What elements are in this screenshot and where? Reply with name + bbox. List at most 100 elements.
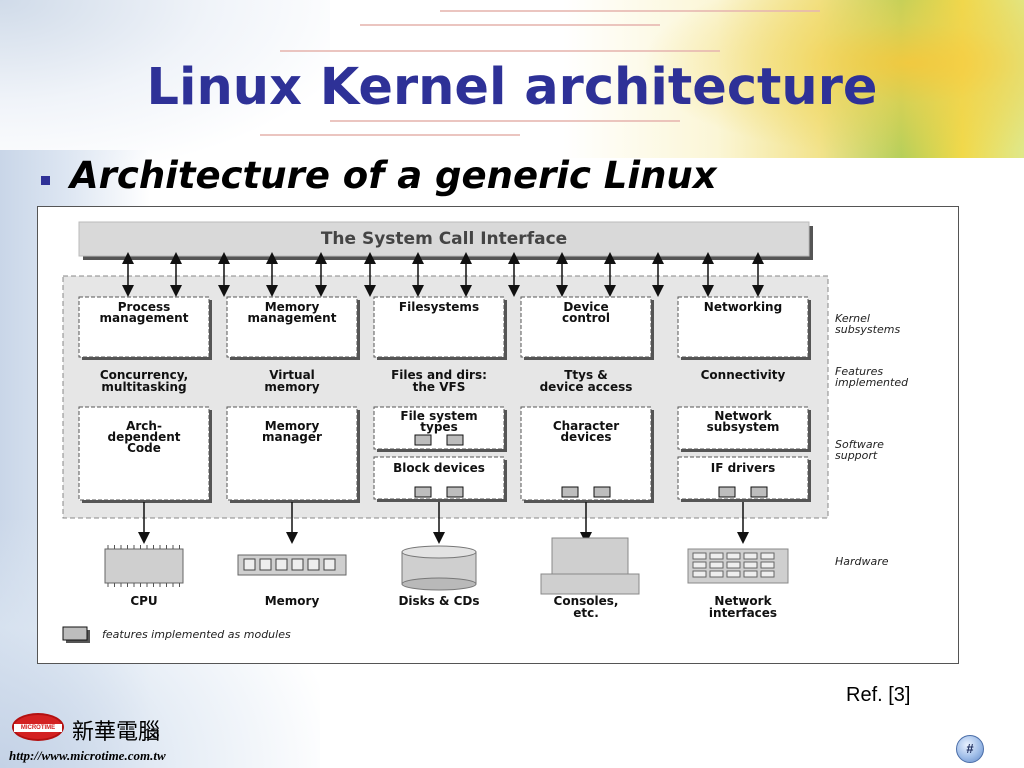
memory-cell: [275, 558, 288, 571]
subsystem-label: management: [248, 311, 337, 325]
legend-label: features implemented as modules: [102, 628, 291, 641]
company-logo: MICROTIME: [12, 713, 64, 741]
subsystem-label: Process: [118, 300, 171, 314]
software-label: dependent: [107, 430, 180, 444]
logo-band: [14, 724, 62, 732]
network-card-chip: [726, 552, 741, 560]
memory-icon: [237, 554, 347, 576]
software-label: Network: [714, 409, 772, 423]
software-label: Block devices: [393, 461, 485, 475]
network-card-chip: [760, 552, 775, 560]
memory-cell: [243, 558, 256, 571]
logo-text: MICROTIME: [20, 725, 56, 731]
feature-label: memory: [264, 380, 319, 394]
hardware-label: Disks & CDs: [398, 594, 479, 608]
network-card-chip: [760, 570, 775, 578]
feature-label: device access: [540, 380, 633, 394]
subsystem-label: Device: [563, 300, 608, 314]
company-name: 新華電腦: [72, 720, 161, 745]
feature-label: Virtual: [269, 368, 315, 382]
disk-icon: [401, 545, 477, 591]
network-card-chip: [692, 552, 707, 560]
software-box: [677, 406, 809, 450]
disk-top: [401, 545, 477, 559]
row-label: implemented: [835, 376, 909, 389]
module-chip-icon: [446, 434, 464, 446]
memory-cell: [323, 558, 336, 571]
subsystem-label: management: [100, 311, 189, 325]
console-screen: [551, 537, 629, 575]
network-card-chip: [709, 570, 724, 578]
module-chip-icon: [414, 434, 432, 446]
module-chip-icon: [561, 486, 579, 498]
reference-note: Ref. [3]: [846, 684, 911, 706]
software-box: [373, 406, 505, 450]
network-card-chip: [726, 570, 741, 578]
page-number: 13: [144, 725, 160, 741]
software-box: [226, 406, 358, 501]
slide-title: Linux Kernel architecture: [146, 58, 878, 117]
software-label: IF drivers: [711, 461, 775, 475]
software-box: [373, 456, 505, 500]
feature-label: Connectivity: [701, 368, 786, 382]
decorative-stripe: [280, 50, 720, 52]
decorative-stripe: [360, 24, 660, 26]
subsystem-box: [520, 296, 652, 358]
cpu-icon: [104, 545, 184, 587]
network-card-chip: [692, 561, 707, 569]
network-card-chip: [726, 561, 741, 569]
row-label: Kernel: [835, 312, 870, 325]
module-chip-icon: [750, 486, 768, 498]
slide-number-button[interactable]: #: [956, 735, 984, 763]
software-box: [78, 406, 210, 501]
company-url: http://www.microtime.com.tw: [9, 748, 166, 763]
subsystem-label: Networking: [704, 300, 782, 314]
subsystem-label: Memory: [265, 300, 320, 314]
header-decoration: [640, 0, 1024, 158]
subsystem-box: [677, 296, 809, 358]
disk-bottom: [401, 577, 477, 591]
software-label: devices: [560, 430, 611, 444]
network-card-chip: [692, 570, 707, 578]
diagram-canvas: The System Call InterfaceProcessmanageme…: [62, 221, 909, 643]
software-label: types: [420, 420, 457, 434]
feature-label: multitasking: [101, 380, 186, 394]
software-label: subsystem: [707, 420, 780, 434]
memory-cell: [259, 558, 272, 571]
hardware-label: etc.: [573, 606, 599, 620]
console-keyboard: [540, 573, 640, 595]
hardware-label: Memory: [265, 594, 320, 608]
software-label: Character: [553, 419, 619, 433]
slide-subtitle: Architecture of a generic Linux: [70, 154, 717, 197]
network-card-chip: [743, 552, 758, 560]
row-label: Software: [835, 438, 884, 451]
row-label: subsystems: [835, 323, 900, 336]
feature-label: Ttys &: [564, 368, 608, 382]
network-card-chip: [743, 561, 758, 569]
software-label: Memory: [265, 419, 320, 433]
console-icon: [540, 537, 640, 595]
module-chip-icon: [446, 486, 464, 498]
row-label: support: [835, 449, 878, 462]
feature-label: the VFS: [413, 380, 466, 394]
module-chip-icon: [593, 486, 611, 498]
subsystem-box: [373, 296, 505, 358]
memory-cell: [291, 558, 304, 571]
header-decoration-left: [0, 0, 330, 160]
network-card-icon: [687, 548, 789, 584]
decorative-stripe: [260, 134, 520, 136]
hardware-label: Network: [714, 594, 772, 608]
software-label: Arch-: [126, 419, 162, 433]
hardware-label: interfaces: [709, 606, 777, 620]
syscall-interface-bar: [78, 221, 810, 257]
network-card-chip: [709, 552, 724, 560]
network-card-chip: [709, 561, 724, 569]
feature-label: Files and dirs:: [391, 368, 487, 382]
software-label: File system: [400, 409, 477, 423]
subsystem-box: [226, 296, 358, 358]
feature-label: Concurrency,: [100, 368, 188, 382]
memory-cell: [307, 558, 320, 571]
software-label: manager: [262, 430, 322, 444]
subsystem-label: control: [562, 311, 610, 325]
